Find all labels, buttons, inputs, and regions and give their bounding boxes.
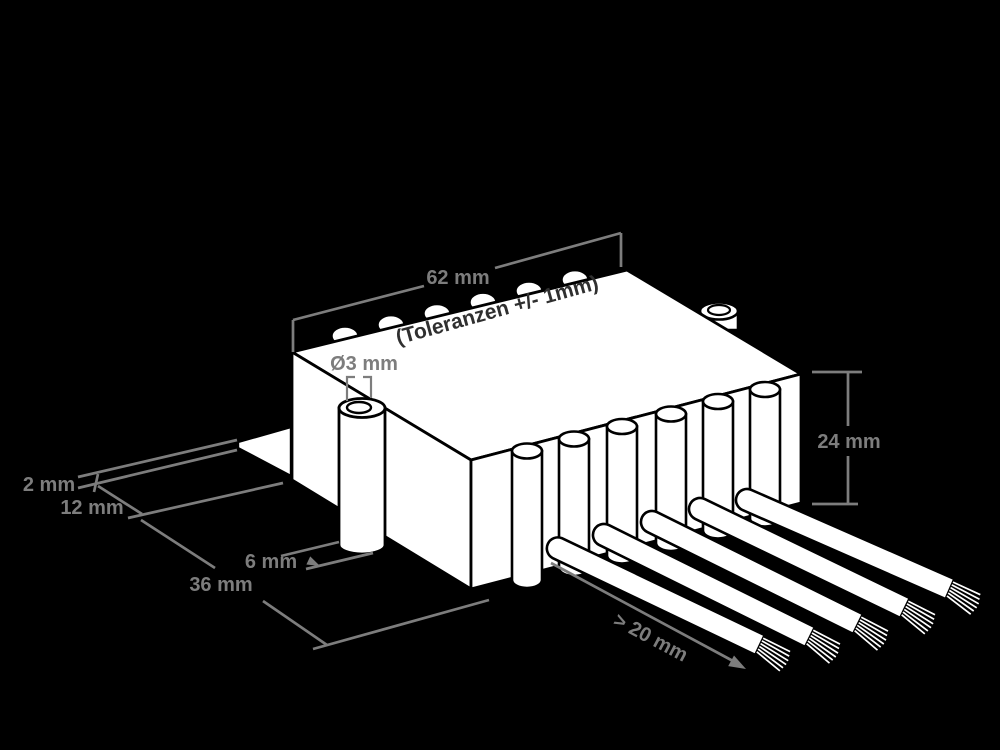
wire [591,522,841,664]
cooling-rib-top [510,442,544,460]
dimension-6mm-lines [280,540,374,571]
dimension-hole-bracket [345,375,373,401]
cooling-rib-top [748,380,782,399]
wire-strand [860,616,889,632]
cooling-rib [510,449,544,590]
wire-strand [901,614,926,635]
dimension-wire-arrow [550,561,746,669]
wire-sheath [687,496,912,620]
cooling-rib-top [605,417,639,436]
label-length: 62 mm [426,267,489,289]
rear-post-hole [706,303,732,317]
cooling-rib-top [654,405,688,423]
wire-strand [811,632,840,650]
dimensions [77,231,862,669]
wire [687,496,936,635]
wire-sheath [545,536,766,657]
wire-strands [901,600,936,635]
dimension-36mm-lines [140,518,490,651]
wire-strand [951,584,980,600]
label-flange-thickness: 2 mm [23,474,75,496]
wire-strand [855,627,882,648]
front-post-hole [345,400,373,415]
wire-strands [854,616,889,651]
wire-strand [808,637,837,658]
label-flange-offset: 12 mm [60,497,123,519]
label-hole-diameter: Ø3 mm [330,353,398,375]
wires [545,487,981,672]
wire [734,487,981,615]
wire-strand [948,589,978,609]
rear-mounting-post [698,301,740,332]
wire-strand [761,640,790,657]
wire-strand [902,611,929,632]
wire-strands [806,629,841,664]
mounting-flange [236,425,293,478]
wire-strand [856,624,885,645]
cooling-rib-top [701,392,735,411]
wire-strand [859,619,888,637]
dimension-24mm-lines [812,370,862,506]
wire-strand [947,592,975,612]
wire-strand [946,595,972,615]
wire-strand [806,643,831,664]
wire-strand [758,645,787,666]
wire-strand [810,634,839,654]
wire-strands [756,637,791,672]
wire-strand [950,586,980,605]
wire-strand [903,608,932,629]
wire-strand [812,629,841,645]
wire-strands [946,581,981,615]
wire-strand [854,630,879,651]
label-post-diameter: 6 mm [245,551,297,573]
wire-strand [907,600,936,616]
wire-strand [807,640,834,661]
wire-strand [756,651,781,672]
wire-strand [760,642,789,662]
wire-sheath [734,487,956,601]
wire-strand [858,621,887,641]
label-height: 24 mm [817,431,880,453]
wire-sheath [639,509,865,636]
front-mounting-post [337,397,387,556]
wire-strand [906,603,935,621]
wire-strand [952,581,981,596]
dimension-62mm-lines [291,231,623,352]
wire-sheath [591,522,817,649]
wire [639,509,889,651]
cooling-rib-top [557,430,591,448]
dimension-2mm-lines [77,438,238,493]
label-depth: 36 mm [189,574,252,596]
wire-strand [905,605,934,625]
wire-strand [762,637,791,653]
wire [545,536,791,672]
dimension-12mm-lines [97,481,284,520]
wire-strand [757,648,784,669]
